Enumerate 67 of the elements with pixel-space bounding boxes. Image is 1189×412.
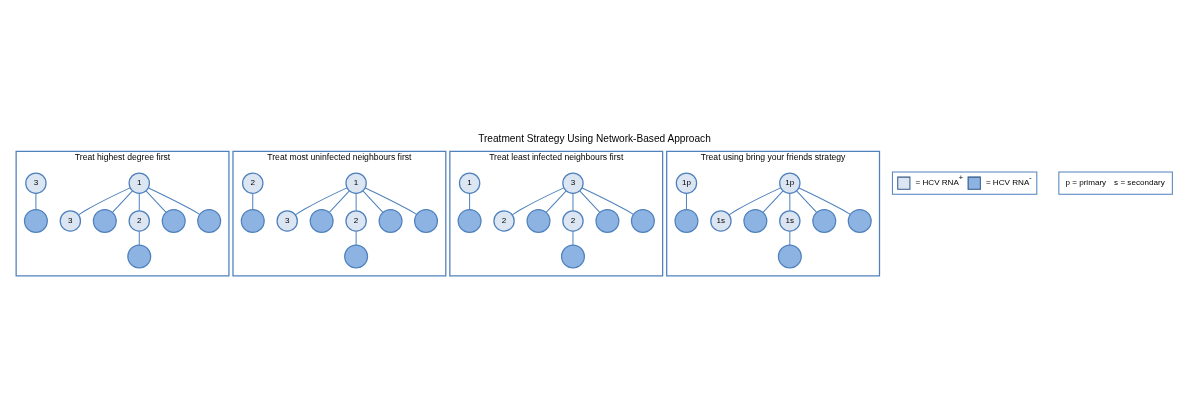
connector [796,190,818,213]
connector [147,187,201,215]
node-circle: 2 [128,210,151,232]
connector [685,192,687,210]
node-circle: 2 [242,172,264,194]
node-circle: 2 [345,210,367,232]
connector [762,190,784,213]
diagram-title: Treatment Strategy Using Network-Based Approach [478,133,711,145]
node-circle: 3 [59,210,82,232]
connector [789,230,791,246]
node-circle: 1s [710,210,732,232]
node-circle: 2 [562,210,584,232]
connector [355,230,357,246]
connector [572,230,574,246]
node-circle [847,208,872,233]
connector [364,187,418,215]
node-circle [595,208,620,233]
node-circle [23,208,48,233]
connector [579,190,601,213]
node-circle: 1s [779,210,801,232]
label: s = secondary [1114,178,1165,188]
node-circle [674,208,699,233]
node-circle: 1p [675,172,698,194]
connector [581,187,634,215]
connector [469,192,471,210]
node-circle [344,244,369,269]
node-circle [197,208,222,233]
node-circle: 1 [345,172,367,194]
connector [789,192,791,212]
node-circle [309,208,334,233]
connector [728,187,782,216]
node-circle [777,244,802,269]
node-circle [92,208,117,233]
connector [355,192,357,212]
node-circle: 3 [276,210,298,232]
node-circle [161,208,186,233]
connector [138,192,140,212]
connector [362,190,384,213]
node-circle [378,208,403,233]
connector [572,192,574,212]
node-circle: 2 [493,210,515,232]
node-circle [127,244,152,269]
node-circle [526,208,551,233]
node-circle: 3 [25,172,47,194]
node-circle [743,208,768,233]
node-circle: 1p [779,172,801,194]
connector [138,230,140,246]
node-circle: 3 [562,172,584,194]
node-circle [457,208,482,233]
node-circle [240,208,265,233]
connector [111,190,133,213]
connector [511,187,565,216]
node-circle: 1 [458,172,481,194]
connector [78,187,131,216]
node-circle [630,208,655,233]
connector [145,190,167,213]
connector [545,190,567,213]
connector [252,192,254,210]
label: p = primary [1065,178,1107,188]
node-circle [560,244,585,269]
node-circle [414,208,439,233]
connector [798,187,851,215]
connector [328,190,350,213]
node-circle [812,208,837,233]
connector [294,187,348,216]
node-circle: 1 [128,172,151,194]
connector [35,192,37,210]
